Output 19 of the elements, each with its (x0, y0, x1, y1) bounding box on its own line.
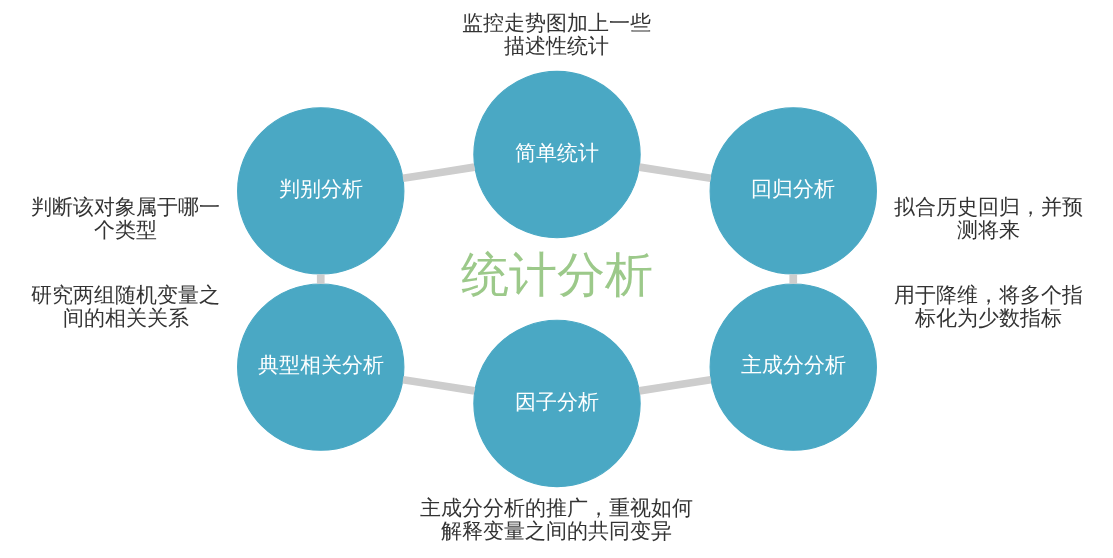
connector (788, 274, 797, 284)
connector (638, 163, 711, 183)
node-label: 监控走势图加上一些描述性统计 (462, 11, 651, 59)
node-circle: 典型相关分析 (236, 283, 404, 451)
connector (638, 375, 711, 395)
node-circle: 简单统计 (472, 70, 641, 239)
node-label: 用于降维，将多个指标化为少数指标 (893, 283, 1083, 331)
node-circle: 因子分析 (472, 319, 641, 488)
node-circle: 判别分析 (236, 107, 404, 275)
label: 统计分析 (460, 246, 653, 303)
node-label: 判断该对象属于哪一个类型 (30, 195, 220, 243)
connector (401, 375, 475, 395)
node-label: 拟合历史回归，并预测将来 (893, 195, 1083, 243)
node-circle: 主成分分析 (709, 283, 877, 451)
connector (401, 163, 475, 183)
connector (316, 274, 325, 284)
node-circle: 回归分析 (709, 107, 877, 275)
node-label: 研究两组随机变量之间的相关关系 (30, 283, 220, 331)
node-label: 主成分分析的推广，重视如何解释变量之间的共同变异 (420, 495, 693, 544)
